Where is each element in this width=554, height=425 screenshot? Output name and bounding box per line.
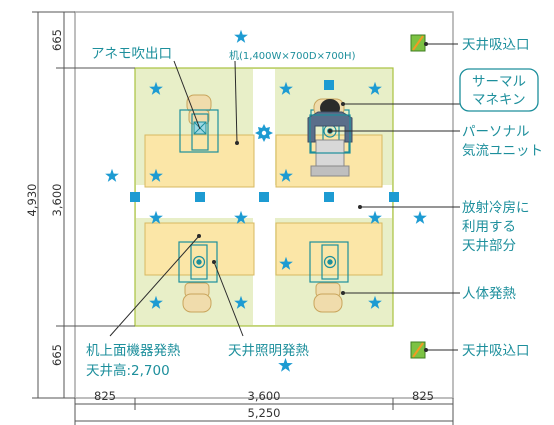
radiant-ceiling-label-3: 天井部分 (462, 238, 516, 254)
radiant-ceiling-label-1: 放射冷房に (462, 200, 530, 216)
dim-horizontal-mid: 3,600 (248, 389, 281, 403)
personal-unit-label-2: 気流ユニット (462, 143, 543, 159)
anemo-outlet-label: アネモ吹出口 (91, 46, 172, 62)
ceiling-height-label: 天井高:2,700 (86, 362, 170, 379)
personal-unit-label-1: パーソナル (462, 124, 530, 140)
ceiling-intake-top-label: 天井吸込口 (462, 37, 530, 53)
leader-lines (109, 42, 460, 352)
personal-unit-bottom-right (309, 241, 349, 283)
gear-marker-icon (255, 124, 273, 142)
square-markers (130, 80, 399, 202)
dim-horizontal-right: 825 (412, 389, 434, 403)
target-circle-icon-br (323, 255, 337, 269)
desk-spec-label: 机(1,400W×700D×700H) (229, 49, 356, 62)
dim-horizontal-left: 825 (94, 389, 116, 403)
human-heat-label: 人体発熱 (462, 286, 516, 302)
dim-vertical-top: 665 (50, 29, 64, 51)
horizontal-dimensions (74, 398, 454, 425)
thermal-mannequin-callout-box (459, 68, 539, 112)
target-circle-icon-bl (192, 255, 206, 269)
ceiling-intake-bottom-label: 天井吸込口 (462, 343, 530, 359)
personal-unit-bottom-left (178, 241, 218, 283)
desk-spec-text: 机(1,400W×700D×700H) (229, 49, 356, 62)
thermal-mannequin-icon (307, 98, 353, 177)
dim-horizontal-total: 5,250 (248, 406, 281, 420)
desk-bottom-right (275, 222, 383, 276)
chair-bottom-left (182, 282, 212, 313)
dim-vertical-bottom: 665 (50, 344, 64, 366)
ceiling-intake-bottom-icon (410, 341, 426, 359)
thermal-mannequin-label-2: マネキン (472, 92, 526, 108)
thermal-mannequin-label-1: サーマル (472, 74, 526, 90)
vertical-dimensions (32, 11, 135, 399)
lighting-heat-label: 天井照明発熱 (228, 343, 309, 359)
desk-bottom-left (144, 222, 255, 276)
radiant-ceiling-label-2: 利用する (462, 219, 516, 235)
desk-equipment-heat-label: 机上面機器発熱 (86, 343, 181, 359)
ceiling-intake-top-icon (410, 34, 426, 52)
dim-vertical-total-a: 4,930 (25, 184, 39, 217)
personal-unit-top-left (179, 109, 219, 153)
chair-bottom-right (313, 282, 343, 313)
dim-vertical-total-b: 3,600 (50, 184, 64, 217)
